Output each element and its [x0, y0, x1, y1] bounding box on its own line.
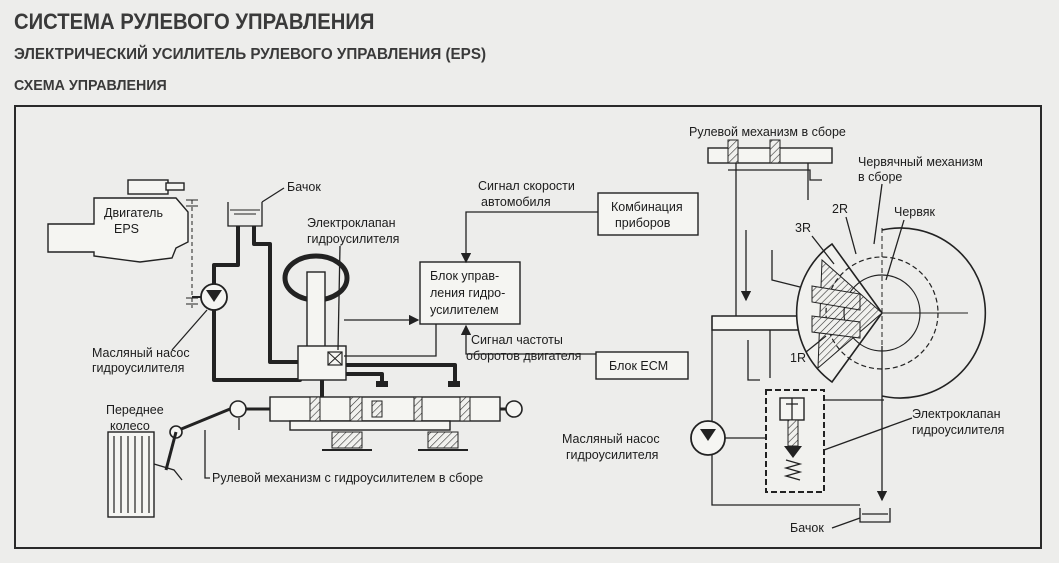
front-wheel-label-2: колесо: [110, 419, 150, 433]
speed-signal-label-2: автомобиля: [481, 195, 551, 209]
power-steering-control-unit: [419, 261, 521, 325]
left-pump-label-1: Масляный насос: [92, 346, 190, 360]
left-tank-label: Бачок: [287, 180, 321, 194]
chamber-2r-label: 2R: [832, 202, 848, 216]
page-title: СИСТЕМА РУЛЕВОГО УПРАВЛЕНИЯ: [14, 9, 375, 34]
left-valve-label-2: гидроусилителя: [307, 232, 399, 246]
steering-wheel: [282, 253, 350, 381]
eps-engine: [47, 179, 198, 308]
eps-engine-label-1: Двигатель: [104, 206, 163, 220]
right-valve-label-1: Электроклапан: [912, 407, 1001, 421]
steering-assembly-label: Рулевой механизм с гидроусилителем в сбо…: [212, 471, 483, 485]
right-pump-label-1: Масляный насос: [562, 432, 660, 446]
right-solenoid-valve: [765, 389, 913, 493]
control-unit-label-3: усилителем: [430, 303, 499, 317]
rack-housing: [229, 381, 523, 451]
instrument-cluster-label-1: Комбинация: [611, 200, 683, 214]
worm-label: Червяк: [894, 205, 936, 219]
ecm-box: [595, 351, 689, 380]
section-title: СХЕМА УПРАВЛЕНИЯ: [14, 77, 167, 94]
worm-gear-label-2: в сборе: [858, 170, 902, 184]
left-pump-label-2: гидроусилителя: [92, 361, 184, 375]
control-unit-label-1: Блок управ-: [430, 269, 499, 283]
power-cylinder: [711, 169, 860, 506]
speed-signal-label-1: Сигнал скорости: [478, 179, 575, 193]
rpm-signal-label-2: оборотов двигателя: [466, 349, 581, 363]
right-tank: [859, 508, 891, 523]
front-wheel-label-1: Переднее: [106, 403, 164, 417]
left-valve-label-1: Электроклапан: [307, 216, 396, 230]
page-subtitle: ЭЛЕКТРИЧЕСКИЙ УСИЛИТЕЛЬ РУЛЕВОГО УПРАВЛЕ…: [14, 46, 487, 63]
instrument-cluster-label-2: приборов: [615, 216, 671, 230]
right-valve-label-2: гидроусилителя: [912, 423, 1004, 437]
front-wheel: [107, 407, 231, 518]
steering-gear-top: [707, 139, 833, 316]
ecm-label: Блок ECM: [609, 359, 668, 373]
worm-gear-sector: [795, 227, 987, 399]
right-oil-pump: [690, 420, 766, 456]
eps-engine-label-2: EPS: [114, 222, 139, 236]
left-tank: [227, 202, 263, 227]
instrument-cluster-box: [597, 192, 699, 236]
chamber-3r-label: 3R: [795, 221, 811, 235]
chamber-1r-label: 1R: [790, 351, 806, 365]
control-unit-label-2: ления гидро-: [430, 286, 505, 300]
rpm-signal-label-1: Сигнал частоты: [471, 333, 563, 347]
worm-gear-label-1: Червячный механизм: [858, 155, 983, 169]
right-pump-label-2: гидроусилителя: [566, 448, 658, 462]
left-oil-pump: [192, 283, 228, 311]
right-tank-label: Бачок: [790, 521, 824, 535]
gear-assembly-label: Рулевой механизм в сборе: [689, 125, 846, 139]
diagram-frame: [14, 105, 1042, 549]
